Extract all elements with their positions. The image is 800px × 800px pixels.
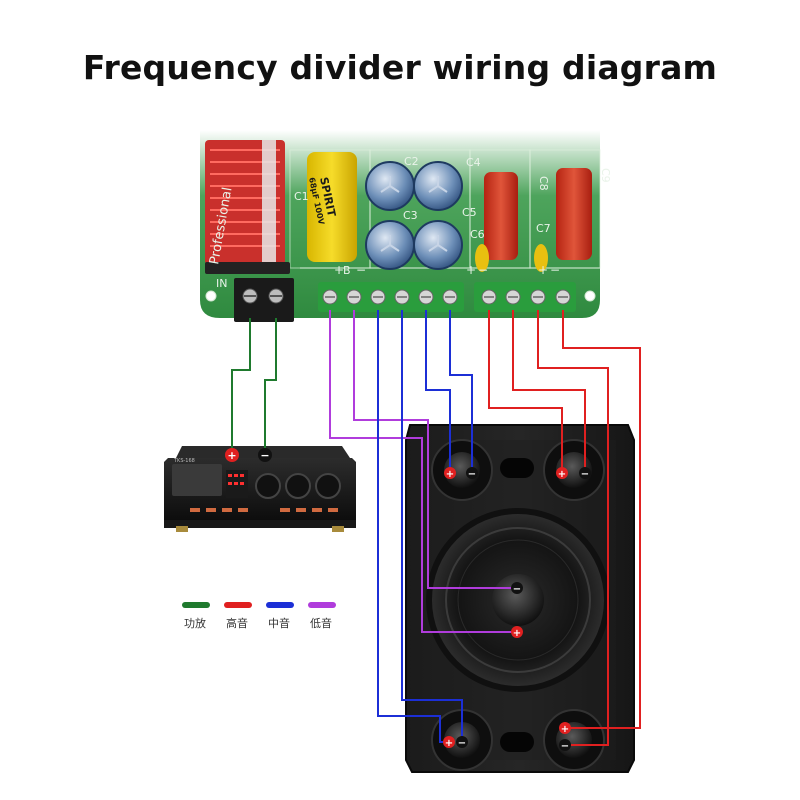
svg-text:+: + [558,469,566,480]
cap-label-c2: C2 [404,155,419,168]
amp-knob-1[interactable] [255,473,281,499]
tweeter-bottom-right-plus: + [559,722,571,735]
legend-label-amplifier: 功放 [184,616,206,630]
terminal-mark-3: − [356,263,366,277]
pcb-traces [289,149,601,269]
inductor-coil [205,140,290,274]
diagram-title: Frequency divider wiring diagram [82,48,718,87]
wire-bass-2 [353,310,517,589]
wire-treble-3 [537,310,609,746]
tweeter-bottom-left-minus: − [456,736,468,749]
woofer-plus: + [511,626,523,639]
in-label: IN [216,277,227,290]
terminal-markings: + B − + − + − [334,263,560,277]
cap-label-c6: C6 [470,228,485,241]
tweeter-top-left-plus: + [444,467,456,480]
wire-legend: 功放 高音 中音 低音 [182,602,336,630]
legend-swatch-treble [224,602,252,608]
woofer [426,508,610,692]
wire-amp-positive [231,318,251,455]
wire-mid-4 [449,310,473,471]
film-capacitor-yellow: SPIRIT 68μF 100V [307,152,357,262]
polarity-markers: + − + − + − − + [225,448,591,752]
wire-treble-2 [512,310,586,471]
terminal-mark-4: + [466,263,476,277]
legend-label-treble: 高音 [226,616,248,630]
cap-label-c5: C5 [462,206,477,219]
terminal-mark-2: B [343,264,351,277]
woofer-minus: − [511,582,523,595]
wire-treble-1 [488,310,563,471]
amplifier-model: TKS-168 [173,458,195,464]
svg-text:−: − [468,469,476,480]
wire-treble-4 [562,310,641,729]
svg-text:−: − [513,584,521,595]
wires [231,310,641,746]
cap-label-c7: C7 [536,222,551,235]
svg-text:−: − [581,469,589,480]
tweeter-top-left [431,439,493,501]
terminal-mark-6: + [538,263,548,277]
svg-text:+: + [445,738,453,749]
cap-label-c9: C9 [599,168,612,183]
tweeter-top-left-minus: − [466,467,478,480]
terminal-mark-7: − [550,263,560,277]
legend-swatch-midrange [266,602,294,608]
electrolytic-capacitors [365,161,463,270]
wire-amp-negative [264,318,277,455]
legend-item-treble: 高音 [224,602,252,630]
svg-text:+: + [561,724,569,735]
wire-mid-3 [425,310,451,471]
input-terminal-block [234,278,294,322]
wire-bass-1 [329,310,517,633]
legend-swatch-amplifier [182,602,210,608]
crossover-board: Professional IN SPIRIT 68μF 100V C1 C2 C… [200,130,612,318]
svg-text:+: + [227,449,236,462]
tweeter-top-right-minus: − [579,467,591,480]
svg-text:+: + [513,628,521,639]
legend-label-midrange: 中音 [268,616,290,630]
output-terminal-strip[interactable] [318,282,576,312]
legend-item-bass: 低音 [308,602,336,630]
tweeter-bottom-right-minus: − [559,739,571,752]
svg-text:−: − [458,738,466,749]
mount-hole-left [205,290,217,302]
legend-item-amplifier: 功放 [182,602,210,630]
cap-label-c4: C4 [466,156,481,169]
bass-port-bottom [500,732,534,752]
bass-port-top [500,458,534,478]
wire-mid-2 [401,310,463,740]
tweeter-bottom-left-plus: + [443,736,455,749]
film-capacitors-red [475,168,592,272]
terminal-mark-5: − [478,263,488,277]
svg-text:+: + [446,469,454,480]
svg-text:−: − [561,741,569,752]
amp-knob-3[interactable] [315,473,341,499]
terminal-mark-1: + [334,263,344,277]
svg-text:−: − [260,449,269,462]
legend-label-bass: 低音 [310,616,332,630]
legend-swatch-bass [308,602,336,608]
cap-label-c8: C8 [537,176,550,191]
mount-hole-right [584,290,596,302]
amp-minus-marker: − [258,448,272,462]
legend-item-midrange: 中音 [266,602,294,630]
cap-label-c1: C1 [294,190,309,203]
amp-plus-marker: + [225,448,239,462]
amplifier: TKS-168 [164,446,356,532]
amp-knob-2[interactable] [285,473,311,499]
tweeter-bottom-right [543,709,605,771]
cap-label-c3: C3 [403,209,418,222]
tweeter-top-right-plus: + [556,467,568,480]
tweeter-top-right [543,439,605,501]
